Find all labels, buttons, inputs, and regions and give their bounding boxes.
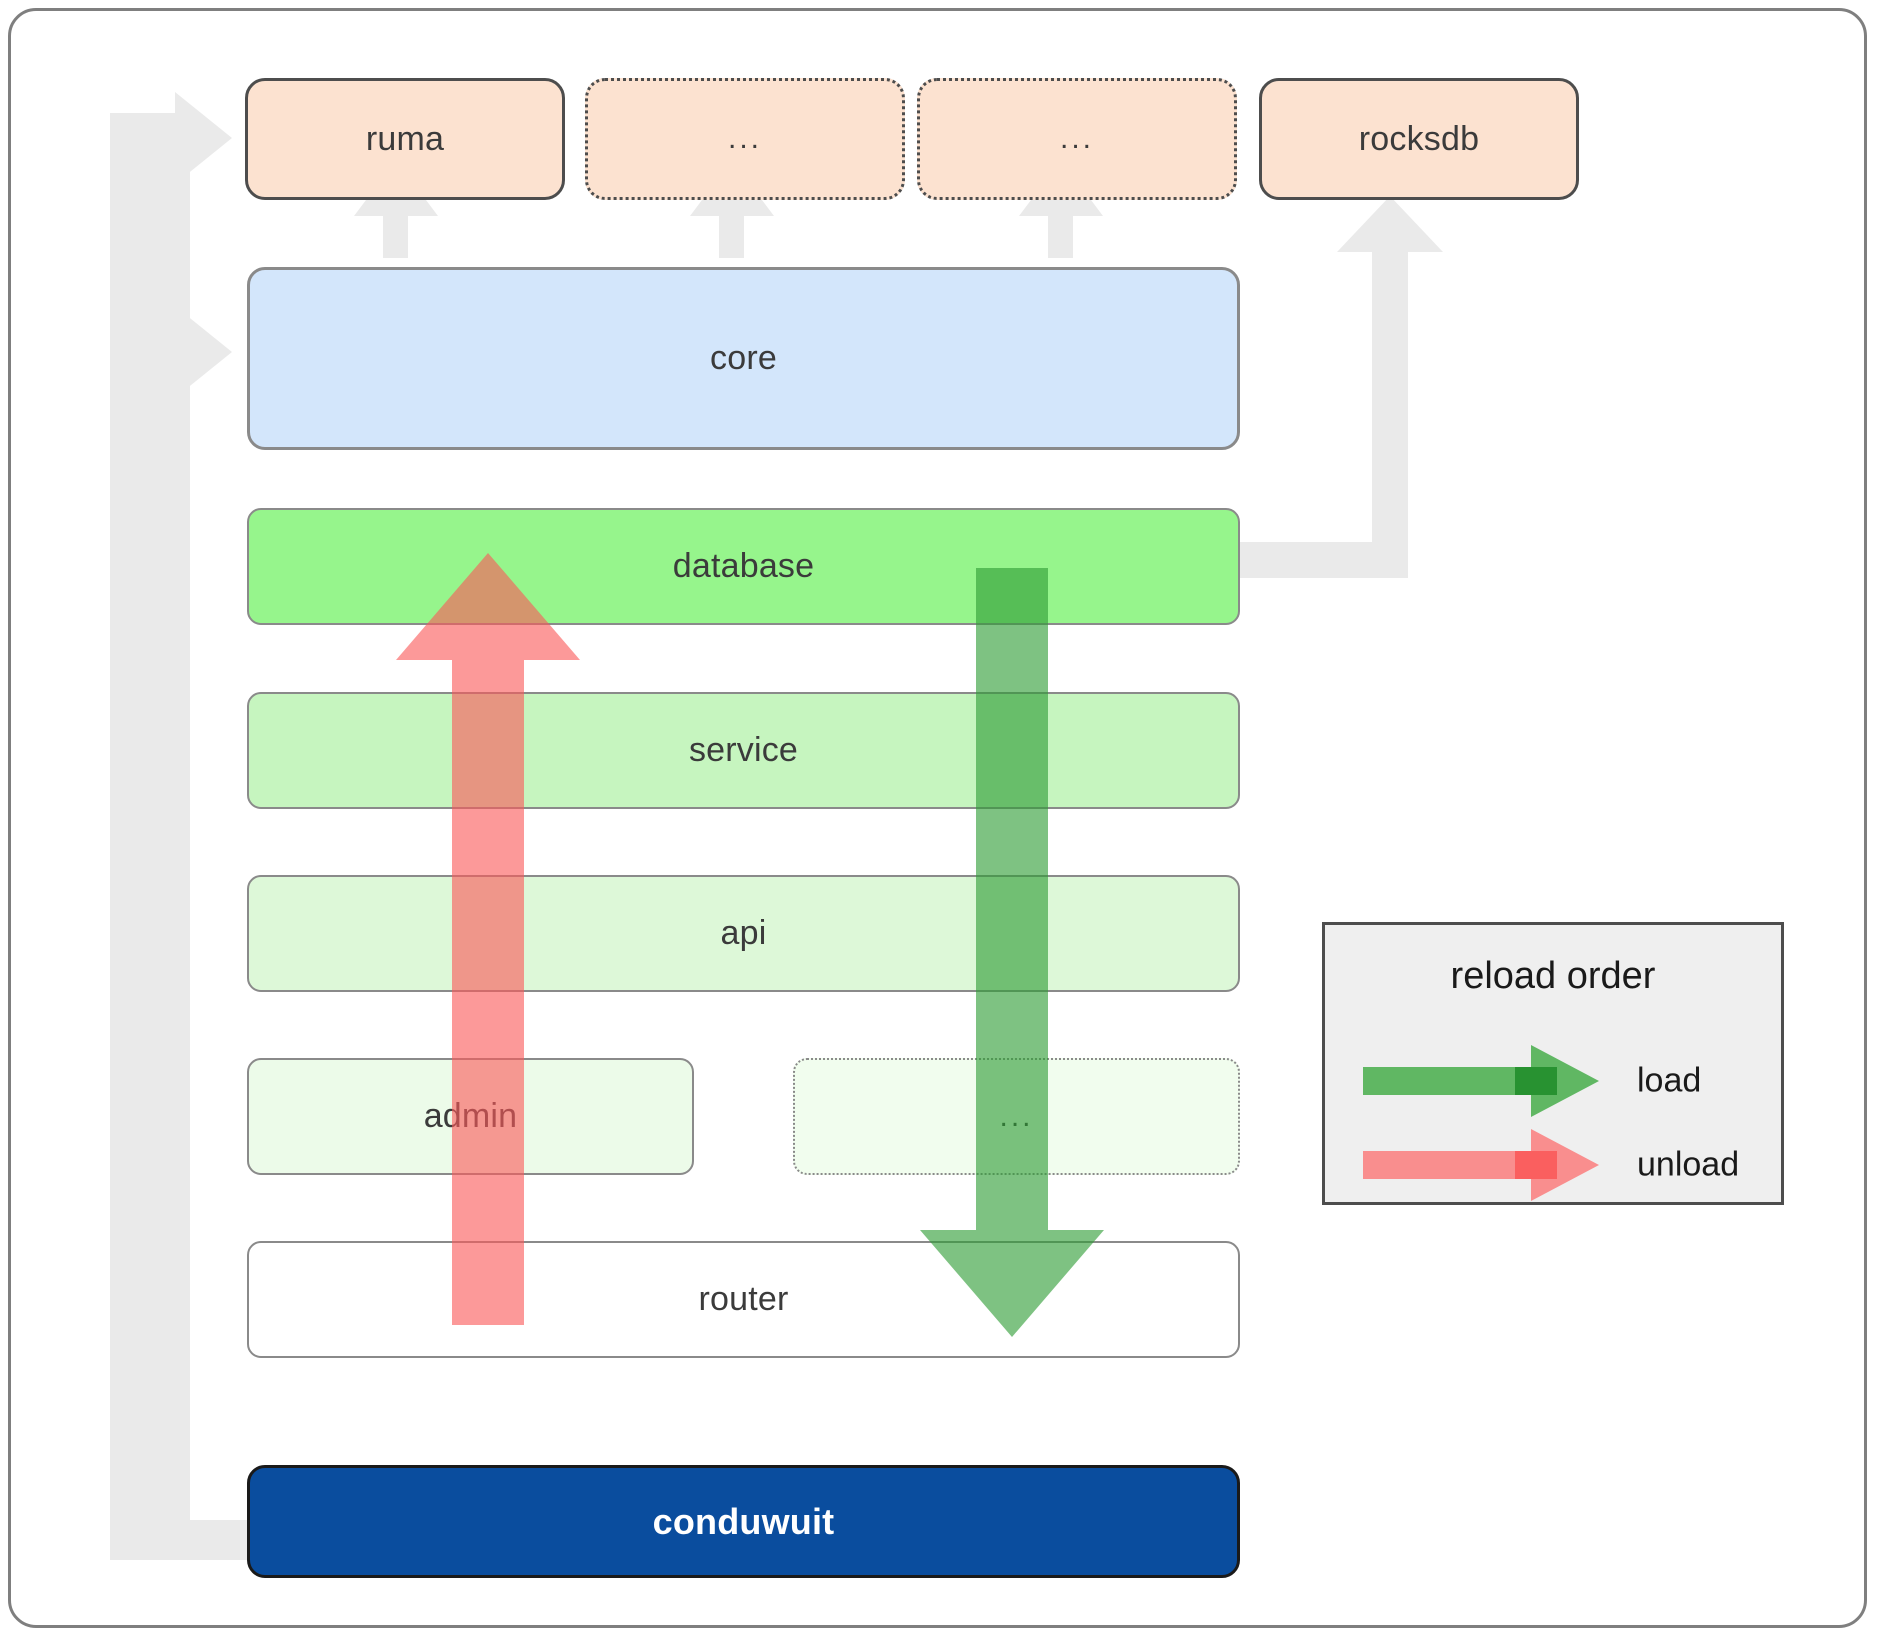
dependency-box-ellipsis-2[interactable]: ... bbox=[917, 78, 1237, 200]
layer-label: admin bbox=[423, 1097, 518, 1135]
layer-box-api[interactable]: api bbox=[247, 875, 1240, 992]
load-arrow-icon bbox=[1363, 1045, 1599, 1117]
layer-box-ellipsis[interactable]: ... bbox=[793, 1058, 1240, 1175]
dependency-box-ellipsis-1[interactable]: ... bbox=[585, 78, 905, 200]
dependency-box-rocksdb[interactable]: rocksdb bbox=[1259, 78, 1579, 200]
layer-box-service[interactable]: service bbox=[247, 692, 1240, 809]
legend-panel: reload order load unload bbox=[1322, 922, 1784, 1205]
unload-arrow-icon bbox=[1363, 1129, 1599, 1201]
legend-label-unload: unload bbox=[1637, 1145, 1740, 1184]
dependency-label: ... bbox=[727, 122, 762, 155]
legend-label-load: load bbox=[1637, 1061, 1702, 1100]
legend-row-unload: unload bbox=[1325, 1125, 1781, 1205]
layer-box-admin[interactable]: admin bbox=[247, 1058, 694, 1175]
dependency-label: ruma bbox=[365, 119, 445, 158]
layer-label: service bbox=[688, 731, 799, 769]
layer-label: api bbox=[720, 914, 767, 952]
root-box-conduwuit[interactable]: conduwuit bbox=[247, 1465, 1240, 1578]
layer-label: core bbox=[710, 339, 777, 377]
legend-title: reload order bbox=[1450, 955, 1656, 997]
layer-label: router bbox=[698, 1280, 789, 1318]
layer-box-database[interactable]: database bbox=[247, 508, 1240, 625]
dependency-label: rocksdb bbox=[1358, 119, 1480, 158]
dependency-box-ruma[interactable]: ruma bbox=[245, 78, 565, 200]
dependency-label: ... bbox=[1059, 122, 1094, 155]
root-label: conduwuit bbox=[652, 1500, 835, 1542]
layer-box-router[interactable]: router bbox=[247, 1241, 1240, 1358]
layer-label: database bbox=[672, 547, 815, 585]
layer-box-core[interactable]: core bbox=[247, 267, 1240, 450]
legend-row-load: load bbox=[1325, 1041, 1781, 1121]
layer-label: ... bbox=[999, 1099, 1034, 1133]
